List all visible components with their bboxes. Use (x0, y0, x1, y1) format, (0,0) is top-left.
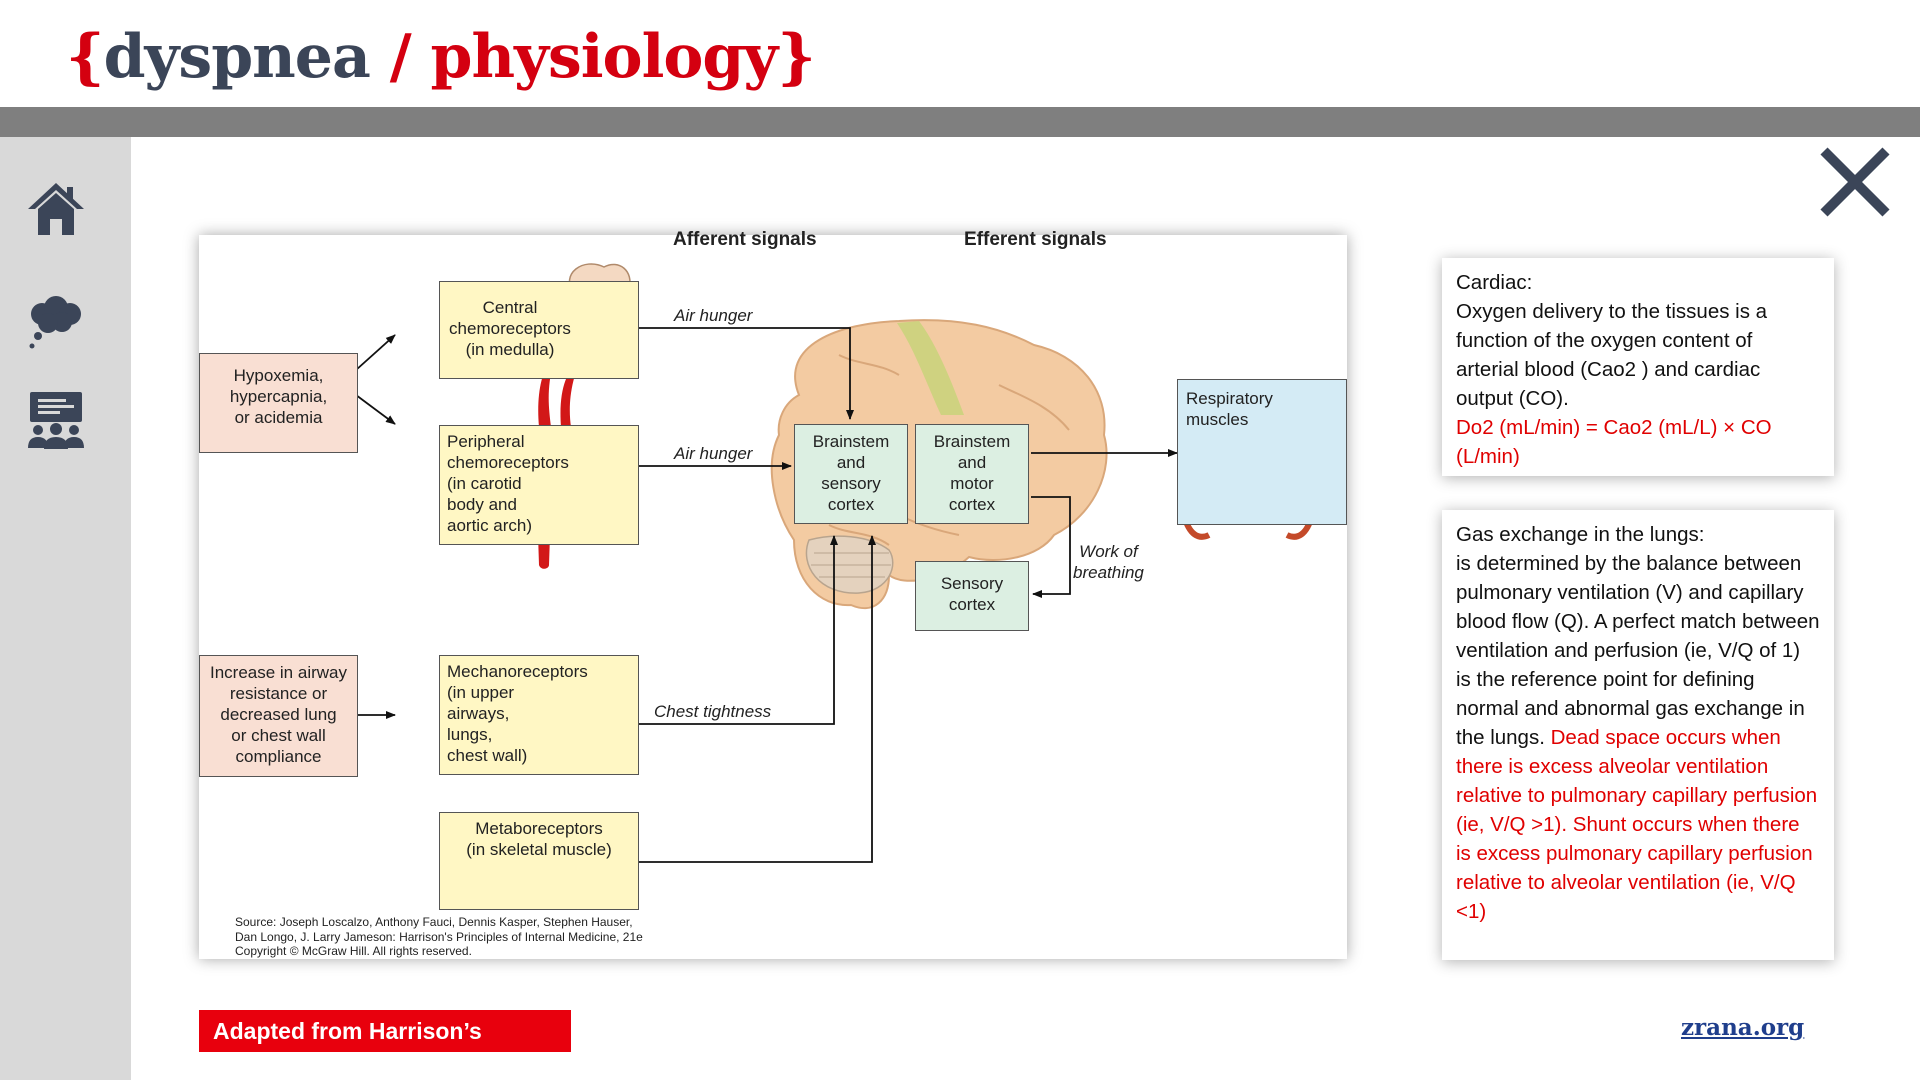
gas-heading: Gas exchange in the lungs: (1456, 523, 1705, 546)
cardiac-heading: Cardiac: (1456, 271, 1533, 294)
respiratory-muscles-box: Respiratory muscles (1177, 379, 1347, 525)
brainstem-sensory-cortex-box: Brainstem and sensory cortex (794, 424, 908, 524)
work-of-breathing-label: Work of breathing (1073, 542, 1144, 582)
title-word-physiology: physiology (430, 22, 779, 92)
sensory-cortex-box: Sensory cortex (915, 561, 1029, 631)
header-divider-band (0, 107, 1920, 137)
adapted-from-badge: Adapted from Harrison’s (199, 1010, 571, 1052)
peripheral-chemoreceptors-box: Peripheral chemoreceptors (in carotid bo… (439, 425, 639, 545)
title-word-dyspnea: dyspnea (103, 22, 371, 92)
dyspnea-pathway-diagram: Afferent signals Efferent signals Hypoxe… (199, 229, 1347, 959)
cardiac-body: Oxygen delivery to the tissues is a func… (1456, 300, 1768, 410)
diagram-graphics (355, 263, 1316, 892)
diagram-connectors (355, 327, 1178, 863)
title-separator: / (369, 22, 431, 92)
central-chemoreceptors-box: Central chemoreceptors (in medulla) (439, 281, 639, 379)
close-icon[interactable] (1818, 145, 1892, 219)
air-hunger-label-1: Air hunger (674, 306, 753, 325)
arrow-central-brainstem (638, 327, 854, 420)
arrow-work-of-breathing (1031, 496, 1071, 598)
title-brace-close: } (777, 22, 816, 92)
gas-highlight: Dead space occurs when there is excess a… (1456, 726, 1818, 923)
source-citation: Source: Joseph Loscalzo, Anthony Fauci, … (235, 915, 643, 958)
arrow-hypoxemia-central (355, 334, 396, 371)
hypoxemia-box: Hypoxemia, hypercapnia, or acidemia (199, 353, 358, 453)
thought-cloud-icon[interactable] (26, 292, 86, 352)
arrow-mechano-brainstem (638, 535, 838, 725)
gas-body: is determined by the balance between pul… (1456, 552, 1820, 749)
chest-tightness-label: Chest tightness (654, 702, 772, 721)
arrow-metabo-brainstem (638, 535, 876, 863)
airway-resistance-box: Increase in airway resistance or decreas… (199, 655, 358, 777)
cardiac-formula: Do2 (mL/min) = Cao2 (mL/L) × CO (L/min) (1456, 416, 1772, 468)
metaboreceptors-box: Metaboreceptors (in skeletal muscle) (439, 812, 639, 910)
home-icon[interactable] (26, 179, 86, 239)
brainstem-motor-cortex-box: Brainstem and motor cortex (915, 424, 1029, 524)
efferent-signals-heading: Efferent signals (964, 229, 1107, 250)
arrow-hypoxemia-peripheral (355, 394, 396, 425)
page-title: {dyspnea / physiology} (66, 22, 816, 92)
air-hunger-label-2: Air hunger (674, 444, 753, 463)
presentation-group-icon[interactable] (26, 390, 86, 450)
gas-exchange-info-card: Gas exchange in the lungs: is determined… (1442, 510, 1834, 960)
title-bar: {dyspnea / physiology} (0, 0, 1920, 107)
cardiac-info-card: Cardiac: Oxygen delivery to the tissues … (1442, 258, 1834, 476)
afferent-signals-heading: Afferent signals (673, 229, 817, 250)
sidebar (0, 137, 131, 1080)
title-brace-open: { (66, 22, 105, 92)
mechanoreceptors-box: Mechanoreceptors (in upper airways, lung… (439, 655, 639, 775)
site-link[interactable]: zrana.org (1681, 1014, 1805, 1041)
